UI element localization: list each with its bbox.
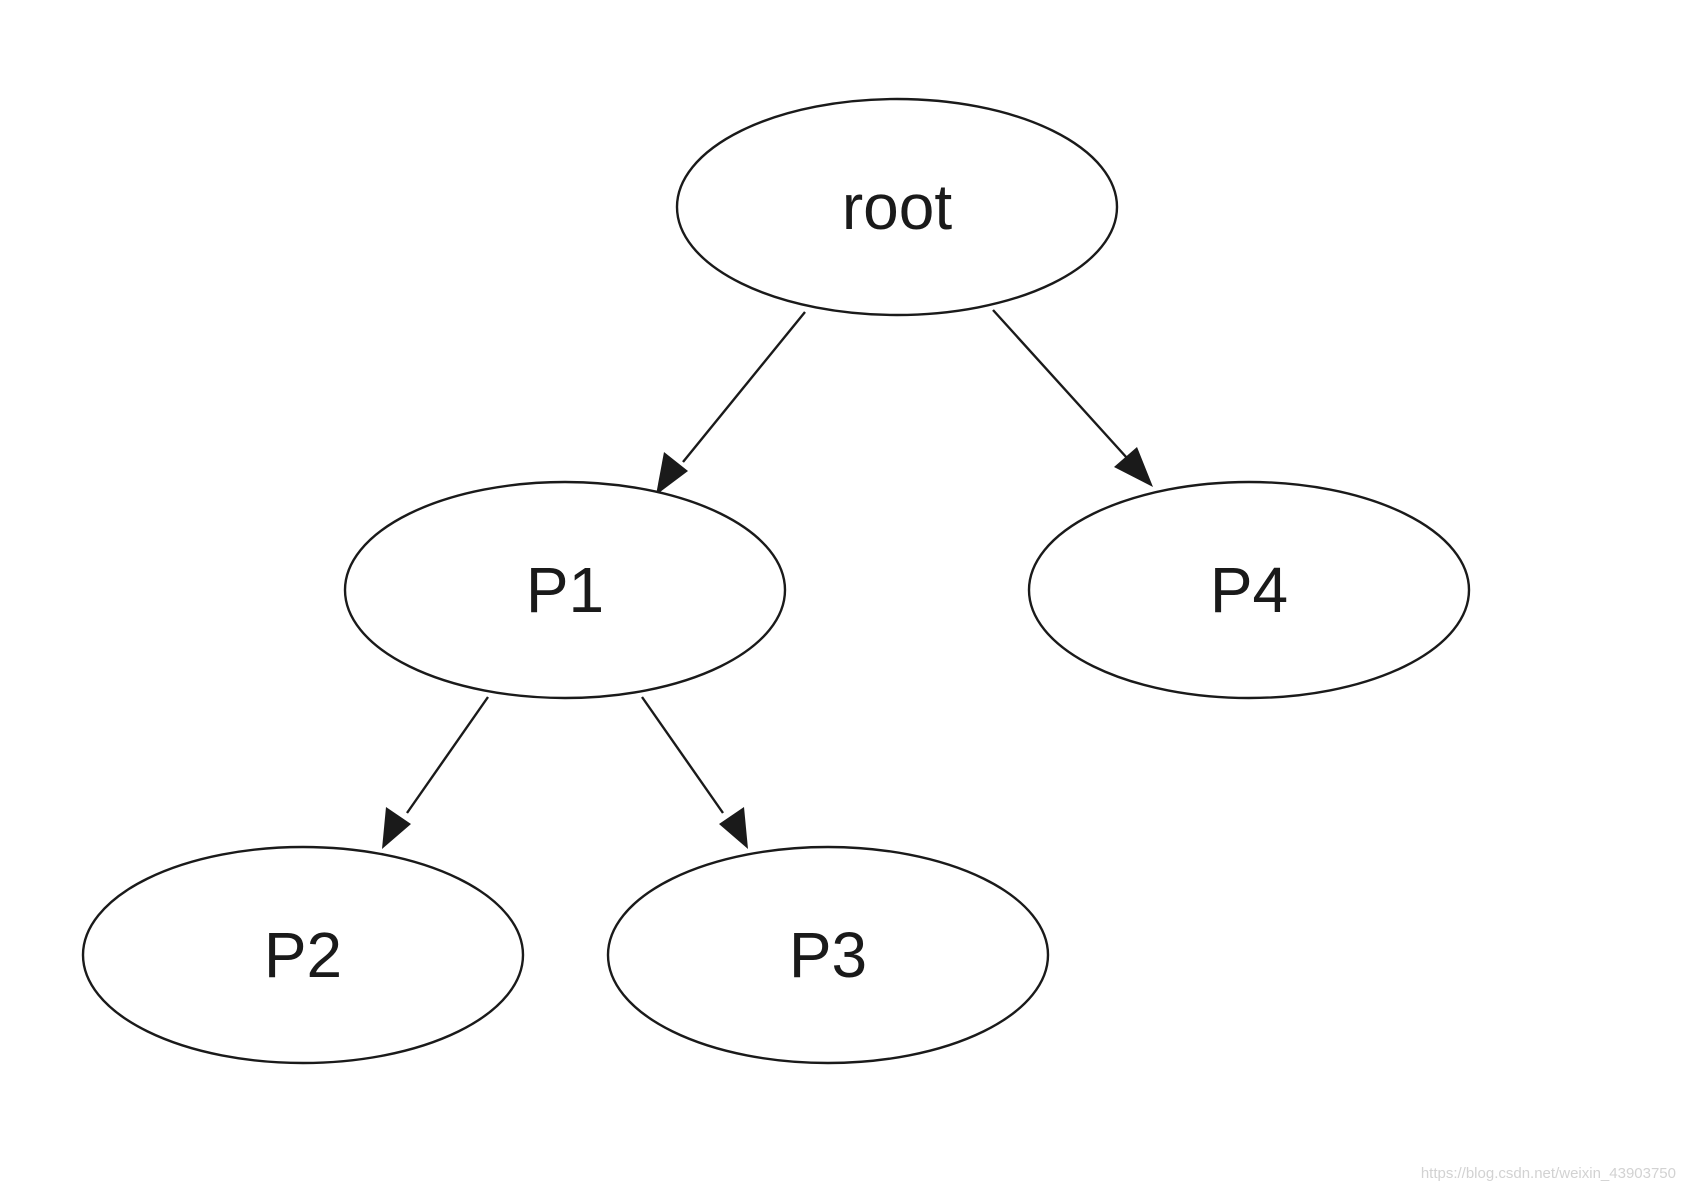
edge-p1-p3-arrowhead [719, 807, 748, 849]
edge-root-p1-arrowhead [656, 452, 688, 495]
node-root: root [675, 97, 1119, 317]
node-p1-label: P1 [526, 554, 604, 626]
edge-p1-p3-line [641, 696, 724, 814]
node-root-ellipse [675, 97, 1119, 317]
node-p3: P3 [606, 845, 1050, 1065]
edge-p1-p2 [382, 696, 489, 849]
edges-layer [382, 309, 1153, 849]
node-p2-label: P2 [264, 919, 342, 991]
edge-root-p4-arrowhead [1114, 447, 1153, 487]
node-p1-ellipse [343, 480, 787, 700]
node-p2-ellipse [81, 845, 525, 1065]
edge-root-p1-line [682, 311, 806, 463]
edge-p1-p3 [641, 696, 748, 849]
edge-root-p1 [656, 311, 806, 495]
nodes-layer: root P1 P4 P2 P3 [81, 97, 1471, 1065]
node-p1: P1 [343, 480, 787, 700]
node-p3-ellipse [606, 845, 1050, 1065]
node-p4: P4 [1027, 480, 1471, 700]
node-p4-ellipse [1027, 480, 1471, 700]
edge-p1-p2-arrowhead [382, 807, 411, 849]
edge-root-p4 [992, 309, 1153, 487]
node-p4-label: P4 [1210, 554, 1288, 626]
edge-root-p4-line [992, 309, 1128, 459]
node-p3-label: P3 [789, 919, 867, 991]
watermark-url: https://blog.csdn.net/weixin_43903750 [1420, 1165, 1676, 1182]
edge-p1-p2-line [406, 696, 489, 814]
node-root-label: root [842, 171, 953, 243]
node-p2: P2 [81, 845, 525, 1065]
